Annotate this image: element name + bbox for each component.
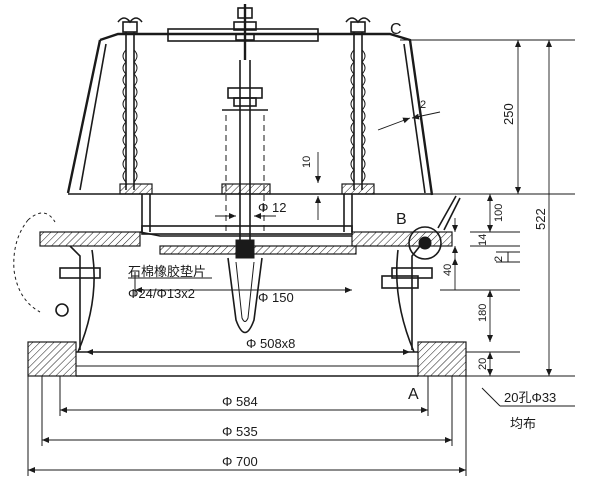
label-b: B (396, 211, 407, 228)
hood-frame-right (99, 32, 434, 196)
dim-phi584: Φ 584 (222, 394, 258, 409)
right-lug (391, 267, 433, 279)
valve-seat (141, 194, 357, 334)
hood-cover (66, 28, 575, 196)
dim-40: 40 (442, 264, 454, 276)
dim-10: 10 (301, 156, 313, 168)
gasket-size-label: Φ24/Φ13x2 (128, 286, 195, 301)
dim-phi535: Φ 535 (222, 424, 258, 439)
horizontal-dimensions (27, 272, 575, 476)
spring-right-icon (350, 49, 355, 183)
left-support-block (119, 183, 153, 195)
dim-phi508: Φ 508x8 (246, 336, 295, 351)
dim-100: 100 (493, 204, 505, 222)
right-support-block (341, 183, 375, 195)
hood-inner-left (79, 43, 107, 191)
gasket-label: 石棉橡胶垫片 (128, 264, 206, 279)
dim-20: 20 (477, 358, 489, 370)
central-stem (215, 4, 276, 250)
flange-left (39, 231, 141, 247)
spring-left-icon (122, 49, 127, 183)
dim-2-top: 2 (420, 99, 426, 111)
hinge-ball (408, 226, 442, 260)
dim-14: 14 (477, 234, 489, 246)
left-chain (13, 212, 69, 317)
guide-cone (227, 257, 263, 334)
label-c: C (390, 21, 402, 38)
label-a: A (408, 386, 419, 403)
dim-180: 180 (477, 304, 489, 322)
dim-phi700: Φ 700 (222, 454, 258, 469)
inner-vertical-dimensions (315, 111, 441, 220)
left-lug (59, 267, 101, 279)
chain-loop-icon (13, 219, 41, 313)
dim-holes: 20孔Φ33 (504, 390, 556, 405)
vertical-dimensions (432, 40, 575, 377)
disc-plate (159, 245, 357, 255)
flange-right (351, 231, 453, 247)
hood-frame-left (66, 39, 102, 194)
right-spring-bolt (341, 17, 375, 195)
hinge-b (408, 195, 461, 260)
bottom-flange-right (417, 341, 467, 377)
dim-250: 250 (501, 103, 516, 125)
dim-522: 522 (533, 208, 548, 230)
dim-uniform: 均布 (510, 416, 536, 431)
bottom-flange-left (27, 341, 77, 377)
dim-2-mid: 2 (493, 256, 505, 262)
left-spring-bolt (117, 17, 153, 195)
dim-phi12: Φ 12 (258, 200, 286, 215)
dim-phi150: Φ 150 (258, 290, 294, 305)
disc-hub (235, 239, 255, 259)
body (59, 245, 433, 353)
center-support-block (221, 183, 271, 195)
chain-ring-icon (55, 303, 69, 317)
